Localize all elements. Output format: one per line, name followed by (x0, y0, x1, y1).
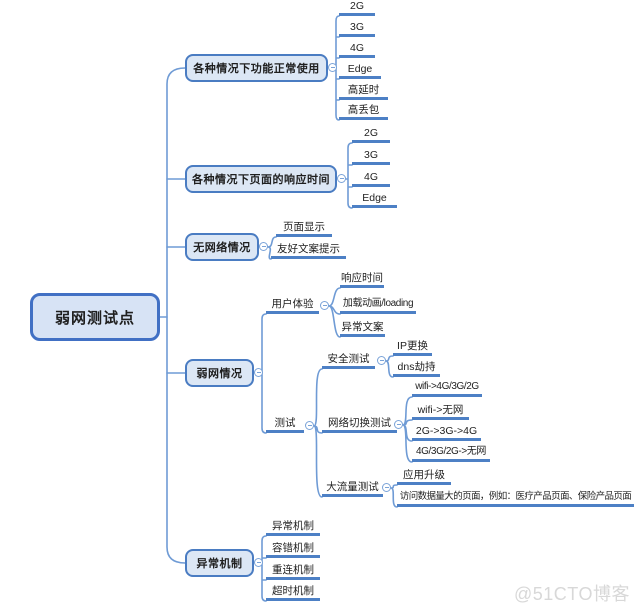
leaf-2g-response[interactable]: 2G (352, 126, 390, 143)
node-user-experience[interactable]: 用户体验 (266, 297, 319, 314)
collapse-icon[interactable] (377, 356, 386, 365)
leaf-wifi-to-no-network[interactable]: wifi->无网 (412, 403, 469, 420)
leaf-3g[interactable]: 3G (339, 20, 375, 37)
leaf-fault-tolerance-mechanism[interactable]: 容错机制 (266, 541, 320, 558)
collapse-icon[interactable] (320, 301, 329, 310)
node-heavy-traffic-test[interactable]: 大流量测试 (322, 480, 383, 497)
branch-weak-network[interactable]: 弱网情况 (185, 359, 254, 387)
branch-normal-function-use[interactable]: 各种情况下功能正常使用 (185, 54, 328, 82)
collapse-icon[interactable] (328, 63, 337, 72)
branch-page-response-time[interactable]: 各种情况下页面的响应时间 (185, 165, 337, 193)
leaf-ip-change[interactable]: IP更换 (393, 339, 432, 356)
leaf-loading-animation[interactable]: 加载动画/loading (340, 297, 416, 314)
node-network-switch-test[interactable]: 网络切换测试 (322, 416, 397, 433)
leaf-4g-response[interactable]: 4G (352, 170, 390, 187)
leaf-3g-response[interactable]: 3G (352, 148, 390, 165)
leaf-2g-3g-4g[interactable]: 2G->3G->4G (412, 424, 481, 441)
leaf-exception-mechanism[interactable]: 异常机制 (266, 519, 320, 536)
collapse-icon[interactable] (254, 558, 263, 567)
leaf-high-packet-loss[interactable]: 高丢包 (339, 103, 388, 120)
leaf-dns-hijack[interactable]: dns劫持 (393, 360, 440, 377)
node-security-test[interactable]: 安全测试 (322, 352, 375, 369)
collapse-icon[interactable] (394, 420, 403, 429)
leaf-app-upgrade[interactable]: 应用升级 (397, 468, 451, 485)
collapse-icon[interactable] (337, 174, 346, 183)
leaf-edge[interactable]: Edge (339, 62, 381, 79)
leaf-friendly-copy-tip[interactable]: 友好文案提示 (271, 242, 346, 259)
leaf-2g[interactable]: 2G (339, 0, 375, 16)
leaf-timeout-mechanism[interactable]: 超时机制 (266, 584, 320, 601)
leaf-4g3g2g-to-no-network[interactable]: 4G/3G/2G->无网 (412, 445, 490, 462)
collapse-icon[interactable] (305, 421, 314, 430)
leaf-wifi-to-4g3g2g[interactable]: wifi->4G/3G/2G (412, 380, 482, 397)
leaf-reconnect-mechanism[interactable]: 重连机制 (266, 563, 320, 580)
leaf-large-data-pages[interactable]: 访问数据量大的页面，例如：医疗产品页面、保险产品页面 (397, 490, 634, 507)
leaf-high-delay[interactable]: 高延时 (339, 83, 388, 100)
collapse-icon[interactable] (259, 242, 268, 251)
root-node-weak-network-test-points[interactable]: 弱网测试点 (30, 293, 160, 341)
collapse-icon[interactable] (254, 368, 263, 377)
leaf-error-copy[interactable]: 异常文案 (340, 320, 385, 337)
collapse-icon[interactable] (382, 483, 391, 492)
branch-no-network[interactable]: 无网络情况 (185, 233, 259, 261)
node-test[interactable]: 测试 (266, 416, 304, 433)
leaf-response-time[interactable]: 响应时间 (340, 271, 384, 288)
leaf-4g[interactable]: 4G (339, 41, 375, 58)
leaf-page-display[interactable]: 页面显示 (276, 220, 332, 237)
leaf-edge-response[interactable]: Edge (352, 191, 397, 208)
branch-exception-mechanism[interactable]: 异常机制 (185, 549, 254, 577)
watermark-51cto-blog: @51CTO博客 (514, 584, 630, 604)
